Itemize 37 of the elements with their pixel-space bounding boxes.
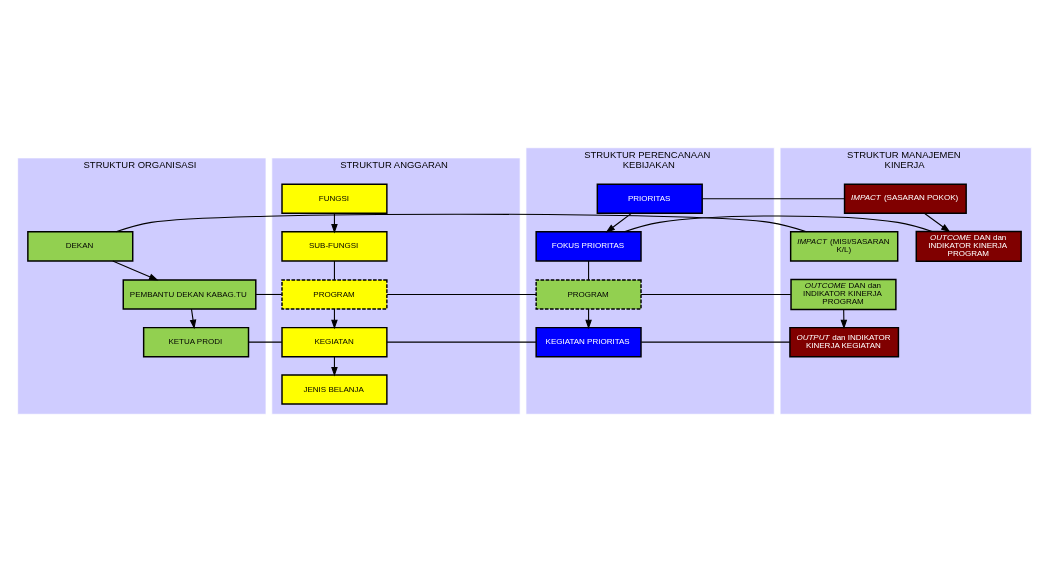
connector: [701, 198, 846, 200]
node-box: KETUA PRODI: [142, 326, 250, 358]
node-box: PROGRAM: [281, 279, 388, 310]
node-box: OUTPUT dan INDIKATOR KINERJA KEGIATAN: [789, 326, 900, 358]
node-box: FUNGSI: [281, 183, 388, 214]
arrow: [840, 309, 848, 330]
node-box: SUB-FUNGSI: [281, 231, 388, 262]
arrow: [189, 308, 197, 330]
node-box: OUTCOME DAN dan INDIKATOR KINERJA PROGRAM: [790, 278, 897, 311]
connector: [386, 341, 537, 343]
arrow: [112, 260, 159, 281]
connector: [248, 341, 283, 343]
arrow: [331, 212, 338, 234]
connector: [255, 293, 283, 295]
arrow: [331, 356, 338, 377]
node-box: IMPACT (MISI/SASARAN K/L): [789, 231, 899, 262]
arrow: [605, 212, 632, 233]
node-box: KEGIATAN: [281, 326, 388, 358]
node-box: PRIORITAS: [596, 183, 703, 214]
connector: [640, 293, 792, 295]
node-box: PEMBANTU DEKAN KABAG.TU: [122, 279, 257, 310]
arrow: [923, 212, 951, 233]
connector: [386, 293, 537, 295]
node-box: KEGIATAN PRIORITAS: [535, 326, 642, 358]
connector: [115, 213, 808, 233]
arrow: [331, 308, 338, 330]
connector: [588, 260, 590, 281]
connector: [623, 215, 933, 233]
node-box: JENIS BELANJA: [281, 374, 388, 405]
node-box: DEKAN: [27, 231, 134, 262]
connector: [640, 341, 791, 343]
node-box: OUTCOME DAN dan INDIKATOR KINERJA PROGRAM: [915, 230, 1022, 263]
connector: [333, 260, 335, 281]
node-box: FOKUS PRIORITAS: [535, 231, 642, 262]
node-box: PROGRAM: [535, 279, 642, 310]
arrow: [585, 308, 592, 330]
node-box: IMPACT (SASARAN POKOK): [843, 183, 967, 214]
